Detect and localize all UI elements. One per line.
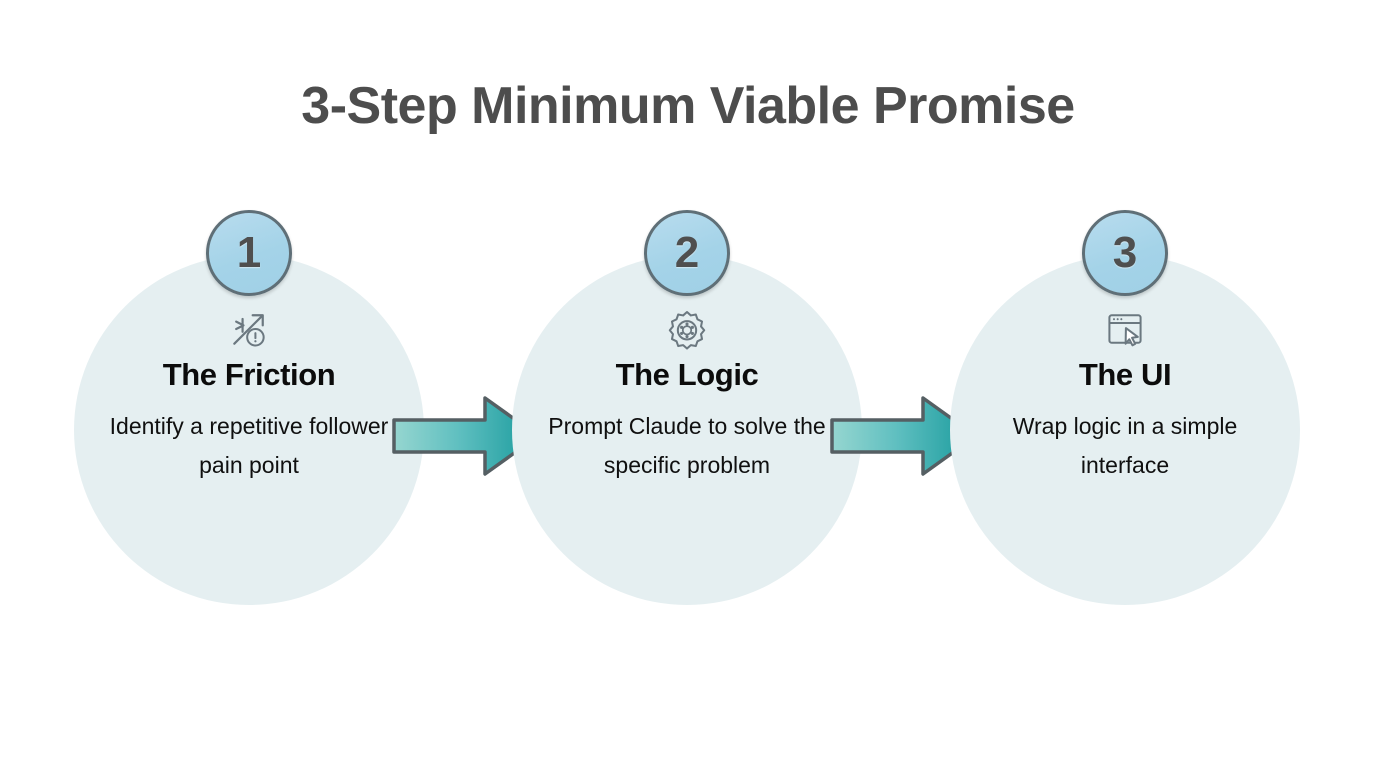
step-number-badge-1: 1 bbox=[206, 210, 292, 296]
step-content-3: The UI Wrap logic in a simple interface bbox=[950, 255, 1300, 605]
step-description-3: Wrap logic in a simple interface bbox=[1012, 412, 1238, 479]
page-title: 3-Step Minimum Viable Promise bbox=[301, 77, 1075, 135]
step-node-3[interactable]: 3 The UI Wrap logic in a simple interfac… bbox=[950, 210, 1300, 605]
step-circle-1 bbox=[74, 255, 424, 605]
step-number-3: 3 bbox=[1112, 228, 1138, 277]
trending-up-alert-icon bbox=[227, 307, 271, 351]
step-heading-1: The Friction bbox=[162, 357, 336, 392]
arrow-step2-to-step3 bbox=[828, 392, 980, 480]
step-number-2: 2 bbox=[674, 228, 700, 277]
step-heading-2: The Logic bbox=[615, 357, 759, 392]
step-description-2: Prompt Claude to solve the specific prob… bbox=[548, 412, 826, 479]
step-content-1: The Friction Identify a repetitive follo… bbox=[74, 255, 424, 605]
gear-icon bbox=[665, 307, 709, 351]
step-content-2: The Logic Prompt Claude to solve the spe… bbox=[512, 255, 862, 605]
arrow-step1-to-step2 bbox=[390, 392, 542, 480]
step-number-badge-3: 3 bbox=[1082, 210, 1168, 296]
step-circle-3 bbox=[950, 255, 1300, 605]
step-node-1[interactable]: 1 The Friction Identify a repetitive f bbox=[74, 210, 424, 605]
step-number-1: 1 bbox=[236, 228, 262, 277]
browser-window-cursor-icon bbox=[1103, 307, 1147, 351]
step-description-1: Identify a repetitive follower pain poin… bbox=[109, 412, 389, 479]
step-node-2[interactable]: 2 The Logic bbox=[512, 210, 862, 605]
step-number-badge-2: 2 bbox=[644, 210, 730, 296]
step-heading-3: The UI bbox=[1078, 357, 1172, 392]
